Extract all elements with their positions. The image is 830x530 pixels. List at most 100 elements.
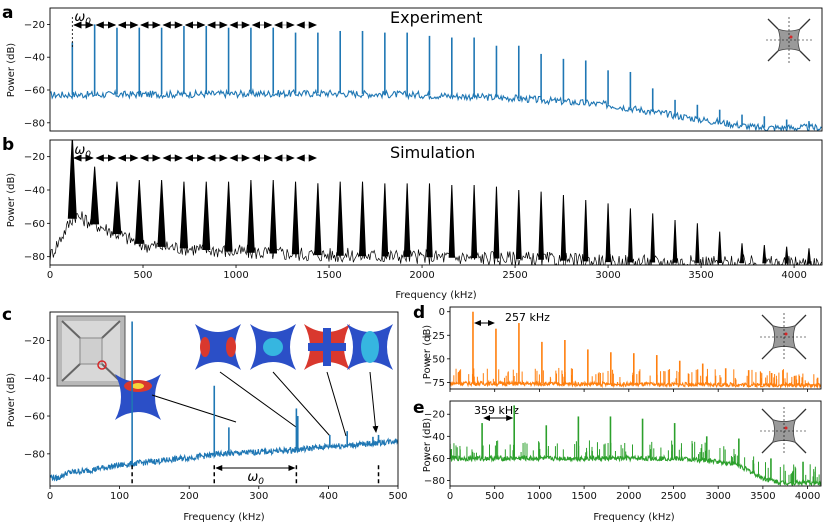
peak-mark <box>695 223 700 263</box>
peak-mark <box>403 183 411 257</box>
peak-mark <box>224 181 233 252</box>
peak-mark <box>135 179 144 244</box>
y-tick-label: −50 <box>424 354 445 365</box>
noise-trace-c <box>50 437 398 482</box>
plot-area-b <box>50 140 822 265</box>
x-tick-label: 1500 <box>316 270 341 281</box>
y-tick-label: −20 <box>24 20 45 31</box>
panel-label-b: b <box>2 135 14 155</box>
y-tick-label: −25 <box>424 331 445 342</box>
axes-frame-b <box>49 139 823 266</box>
panel-c-xlabel: Frequency (kHz) <box>183 512 264 523</box>
panel-label-d: d <box>413 303 425 323</box>
peak-mark <box>112 181 122 235</box>
peak-mark <box>247 179 255 253</box>
chart-panel-d: 0−25−50−75 <box>424 306 822 392</box>
peak-mark <box>560 194 567 261</box>
peak-mark <box>806 248 812 264</box>
x-tick-label: 2000 <box>616 491 641 502</box>
panel-label-e: e <box>413 398 425 418</box>
axes-frame-c <box>49 311 399 487</box>
y-tick-label: −20 <box>24 336 45 347</box>
panel-b-xlabel: Frequency (kHz) <box>395 290 476 301</box>
y-tick-label: −60 <box>24 412 45 423</box>
probe-point <box>789 35 793 39</box>
panel-a-ylabel: Power (dB) <box>6 43 17 98</box>
x-tick-label: 3000 <box>705 491 730 502</box>
panel-b-ylabel: Power (dB) <box>6 173 17 228</box>
peak-mark <box>762 244 767 264</box>
noise-trace-d <box>450 379 821 389</box>
panel-title-b: Simulation <box>390 143 475 162</box>
peak-mark <box>381 183 389 257</box>
x-tick-label: 0 <box>447 491 453 502</box>
peak-mark <box>202 181 211 251</box>
y-tick-label: −75 <box>424 378 445 389</box>
y-tick-label: −80 <box>24 449 45 460</box>
y-tick-label: −80 <box>24 118 45 129</box>
y-tick-label: −20 <box>424 410 445 421</box>
x-tick-label: 4000 <box>781 270 806 281</box>
panel-title-a: Experiment <box>390 8 482 27</box>
x-tick-label: 500 <box>133 270 152 281</box>
x-tick-label: 0 <box>47 491 53 502</box>
probe-point <box>784 332 788 336</box>
axes-frame-e <box>449 400 822 487</box>
peak-mark <box>448 184 455 258</box>
omega-label-a: ω0 <box>74 10 91 27</box>
peak-mark <box>717 231 722 264</box>
y-tick-label: −40 <box>24 374 45 385</box>
x-tick-label: 2500 <box>502 270 527 281</box>
axes-frame-d <box>449 306 822 390</box>
x-tick-label: 500 <box>485 491 504 502</box>
x-tick-label: 1000 <box>223 270 248 281</box>
y-tick-label: −80 <box>424 476 445 487</box>
omega-label-c: ω0 <box>247 470 264 487</box>
x-tick-label: 0 <box>47 270 53 281</box>
panel-label-c: c <box>2 305 12 325</box>
y-tick-label: −40 <box>24 186 45 197</box>
x-tick-label: 200 <box>180 491 199 502</box>
device-photo-inset <box>56 315 126 387</box>
peak-mark <box>583 199 589 262</box>
peak-mark <box>291 181 300 255</box>
peak-mark <box>538 191 544 260</box>
x-tick-label: 2000 <box>409 270 434 281</box>
measurement-spot-marker <box>97 360 107 370</box>
x-tick-label: 3500 <box>688 270 713 281</box>
x-tick-label: 2500 <box>661 491 686 502</box>
x-tick-label: 3500 <box>750 491 775 502</box>
plot-area-c <box>50 321 398 482</box>
y-tick-label: −20 <box>24 152 45 163</box>
peak-mark <box>739 243 745 264</box>
peak-mark <box>672 219 678 263</box>
mode-shape-insets <box>115 324 393 436</box>
peak-mark <box>515 189 522 259</box>
panel-e-ylabel: Power (dB) <box>422 418 433 473</box>
peak-mark <box>314 183 322 256</box>
peak-mark <box>179 181 189 249</box>
y-tick-label: −80 <box>24 252 45 263</box>
plot-area-d <box>450 311 821 389</box>
resonator-geometry-icon <box>758 405 810 457</box>
y-tick-label: −40 <box>424 432 445 443</box>
noise-trace-a <box>50 88 822 131</box>
panel-d-annotation: 257 kHz <box>505 311 550 324</box>
x-tick-label: 500 <box>388 491 407 502</box>
noise-trace-b <box>50 211 822 265</box>
panel-d-ylabel: Power (dB) <box>422 325 433 380</box>
panel-e-annotation: 359 kHz <box>474 404 519 417</box>
probe-point <box>784 426 788 430</box>
geometry-insets <box>758 15 814 457</box>
x-tick-label: 4000 <box>795 491 820 502</box>
peak-mark <box>493 186 500 259</box>
peak-mark <box>784 246 789 264</box>
panel-c-ylabel: Power (dB) <box>6 373 17 428</box>
y-tick-label: −60 <box>424 454 445 465</box>
x-tick-label: 100 <box>110 491 129 502</box>
peak-mark <box>471 184 478 259</box>
resonator-geometry-icon <box>764 15 814 65</box>
